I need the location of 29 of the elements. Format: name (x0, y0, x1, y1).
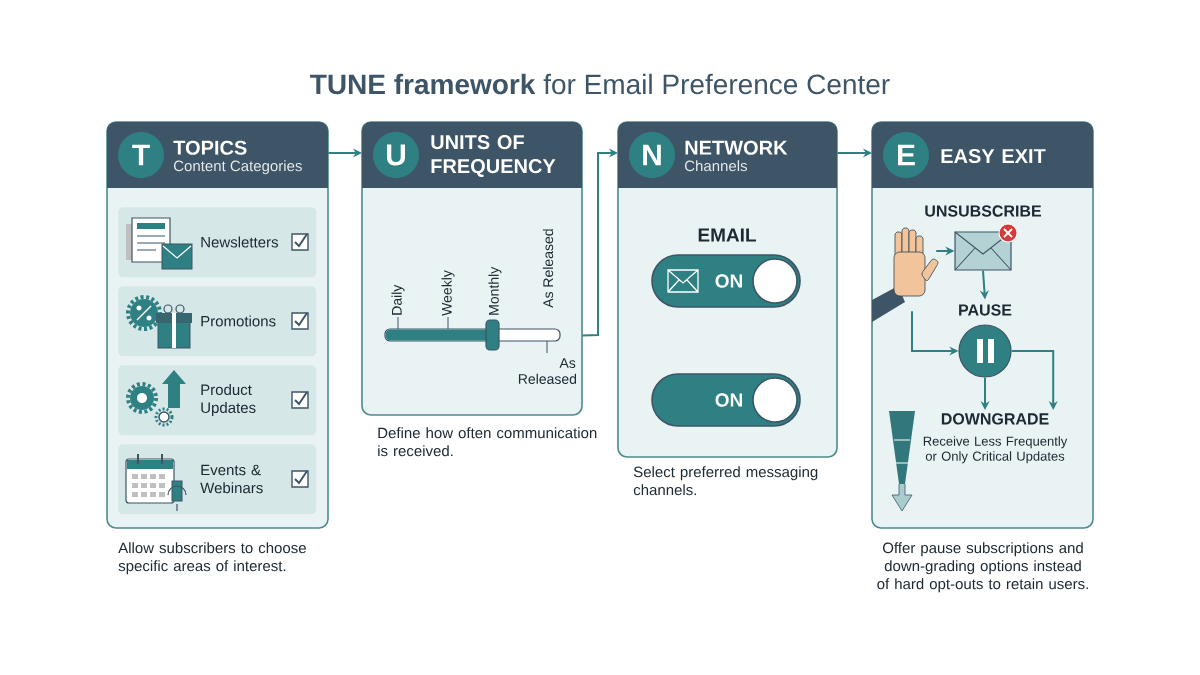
panel-heading: UNITS OF FREQUENCY (431, 135, 556, 177)
action-label: UNSUBSCRIBE (925, 205, 1042, 217)
panel-heading: TOPICS (173, 140, 247, 155)
channel-label: EMAIL (698, 228, 756, 242)
slider-label: Monthly (488, 266, 502, 315)
arrow (581, 148, 618, 337)
title: TUNE framework for Email Preference Center (310, 73, 890, 95)
slider-label: As Released (542, 229, 554, 308)
letter-badge: N (629, 132, 675, 178)
action-label: DOWNGRADE (941, 413, 1049, 425)
description: Define how often communication is received. (378, 427, 597, 457)
toggle-switch: ON (651, 254, 801, 308)
description: Allow subscribers to choose specific areas of interest. (118, 542, 306, 575)
panel-heading: NETWORK (685, 140, 788, 155)
letter-badge: E (883, 132, 929, 178)
letter-badge: T (118, 132, 164, 178)
description: Select preferred messaging channels. (633, 466, 818, 496)
panel-subtitle: Content Categories (173, 160, 302, 175)
panel-subtitle: Channels (685, 160, 747, 172)
letter-badge: U (373, 132, 419, 178)
arrow (1010, 350, 1058, 410)
action-label: PAUSE (959, 304, 1012, 316)
slider-label: Daily (391, 284, 405, 315)
panel-heading: EASY EXIT (941, 148, 1046, 164)
description: Offer pause subscriptions and down-grading options instead of hard opt-outs to retain users. (877, 542, 1088, 593)
slider-label: As Released (518, 358, 577, 384)
option-text: Receive Less Frequently or Only Critical Updates (923, 436, 1068, 464)
slider-label: Weekly (441, 270, 455, 316)
toggle-switch: ON (651, 373, 801, 427)
